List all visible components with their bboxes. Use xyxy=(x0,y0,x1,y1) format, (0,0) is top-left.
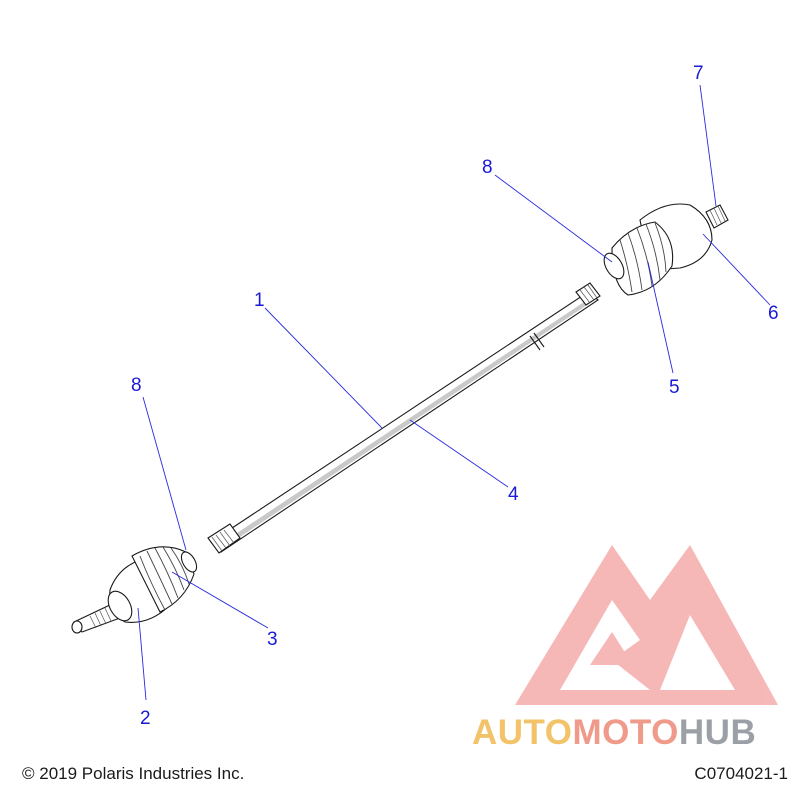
leader-3 xyxy=(171,571,269,629)
copyright-notice: © 2019 Polaris Industries Inc. xyxy=(22,764,245,783)
leader-2 xyxy=(137,607,147,701)
leader-4 xyxy=(409,419,509,488)
callout-numbers: 1 2 3 4 5 6 7 8 8 xyxy=(131,63,779,729)
callout-8-upper: 8 xyxy=(482,157,493,178)
callout-6: 6 xyxy=(768,303,779,324)
callout-1: 1 xyxy=(254,290,265,311)
axle-shaft xyxy=(207,282,601,554)
watermark-word-hub: HUB xyxy=(678,713,757,752)
watermark-wordmark: AUTOMOTOHUB xyxy=(472,713,756,753)
leader-6 xyxy=(702,233,771,306)
watermark-word-moto: MOTO xyxy=(572,713,679,752)
callout-3: 3 xyxy=(267,629,278,650)
callout-2: 2 xyxy=(140,708,151,729)
leader-1 xyxy=(264,307,383,429)
leader-5 xyxy=(647,261,674,374)
figure-id: C0704021-1 xyxy=(694,764,788,783)
leader-8-lower xyxy=(142,396,187,551)
watermark-word-auto: AUTO xyxy=(472,713,573,752)
callout-8-lower: 8 xyxy=(131,375,142,396)
leader-7 xyxy=(699,84,717,207)
watermark-logo xyxy=(515,545,778,705)
callout-7: 7 xyxy=(693,63,704,84)
callout-4: 4 xyxy=(508,484,519,505)
outer-cv-joint-assembly xyxy=(603,203,729,296)
callout-5: 5 xyxy=(669,377,680,398)
inner-cv-joint-assembly xyxy=(71,546,198,634)
leader-8-upper xyxy=(494,174,613,263)
leader-lines xyxy=(137,84,771,701)
